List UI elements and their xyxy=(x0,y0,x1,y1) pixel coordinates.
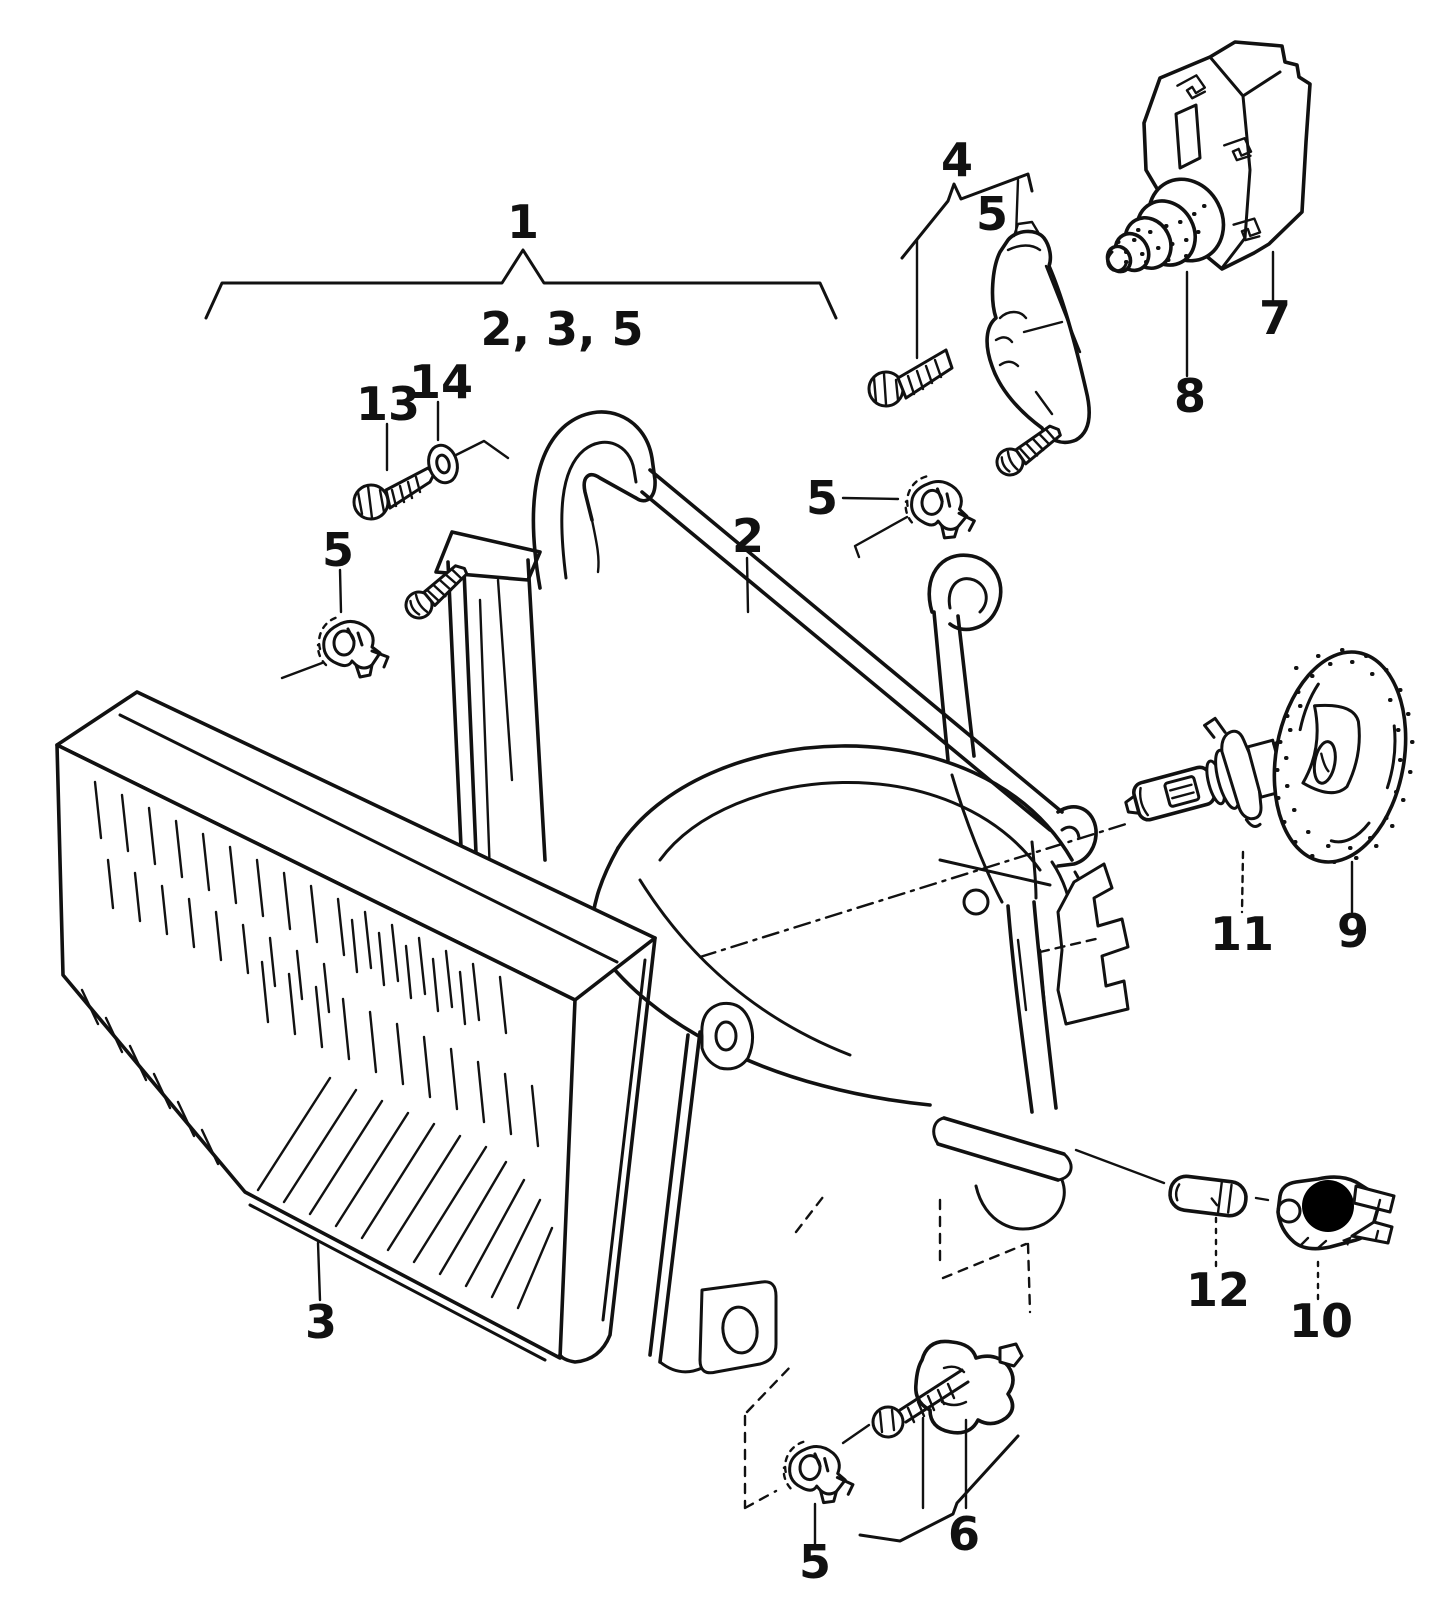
callout-13: 13 xyxy=(356,377,420,431)
wedge-bulb-part12 xyxy=(1074,1148,1270,1218)
optical-axis-line xyxy=(698,822,1128,959)
bolt-part4 xyxy=(867,348,954,408)
callout-12: 12 xyxy=(1186,1263,1250,1317)
callout-4: 4 xyxy=(941,133,973,187)
leveling-motor-part7 xyxy=(1105,40,1312,274)
clip-nut-bottom xyxy=(780,1438,858,1507)
callout-5-bottom: 5 xyxy=(799,1535,831,1589)
leader-lines xyxy=(316,250,1275,1550)
screw-middle xyxy=(990,421,1069,482)
headlight-lens-part3 xyxy=(55,690,778,1375)
callout-bracket-4 xyxy=(900,172,1034,260)
bulb-holder-part10 xyxy=(1276,1175,1396,1251)
callout-bracket-6 xyxy=(858,1434,1020,1543)
lens-hook-tab xyxy=(700,1001,755,1071)
washer-part14 xyxy=(427,439,510,485)
holder-socket-filled-circle xyxy=(1302,1180,1354,1232)
seal-cap-stipple xyxy=(1275,648,1415,864)
callout-9: 9 xyxy=(1337,904,1369,958)
frame-side-bracket xyxy=(1056,862,1130,1026)
callout-8: 8 xyxy=(1174,369,1206,423)
callout-7: 7 xyxy=(1259,291,1291,345)
reflector-dome xyxy=(589,744,1093,1107)
callout-14: 14 xyxy=(409,355,473,409)
callout-11: 11 xyxy=(1210,907,1274,961)
callout-group-2-3-5: 2, 3, 5 xyxy=(481,302,644,356)
callout-bracket-1 xyxy=(204,248,838,320)
callout-3: 3 xyxy=(305,1295,337,1349)
adjusting-screw-part6 xyxy=(841,1339,1024,1543)
callout-6: 6 xyxy=(948,1507,980,1561)
clip-nut-left xyxy=(280,615,390,680)
callout-5-middle: 5 xyxy=(806,471,838,525)
frame-mounting-hole xyxy=(962,888,990,916)
callout-1: 1 xyxy=(507,195,539,249)
adjuster-lever-part4 xyxy=(867,172,1091,445)
callout-5-left: 5 xyxy=(322,523,354,577)
construction-lines xyxy=(698,822,1354,1510)
motor-cone-part8 xyxy=(1105,177,1226,274)
lens-flute-hatching xyxy=(93,780,508,1035)
reflector-frame-part2 xyxy=(434,410,1130,1231)
callout-5-top: 5 xyxy=(976,187,1008,241)
clip-nut-middle xyxy=(841,472,981,559)
callout-2: 2 xyxy=(732,509,764,563)
rubber-seal-cap-part9 xyxy=(1272,648,1415,864)
callout-10: 10 xyxy=(1289,1294,1353,1348)
screw-part13 xyxy=(352,466,436,521)
